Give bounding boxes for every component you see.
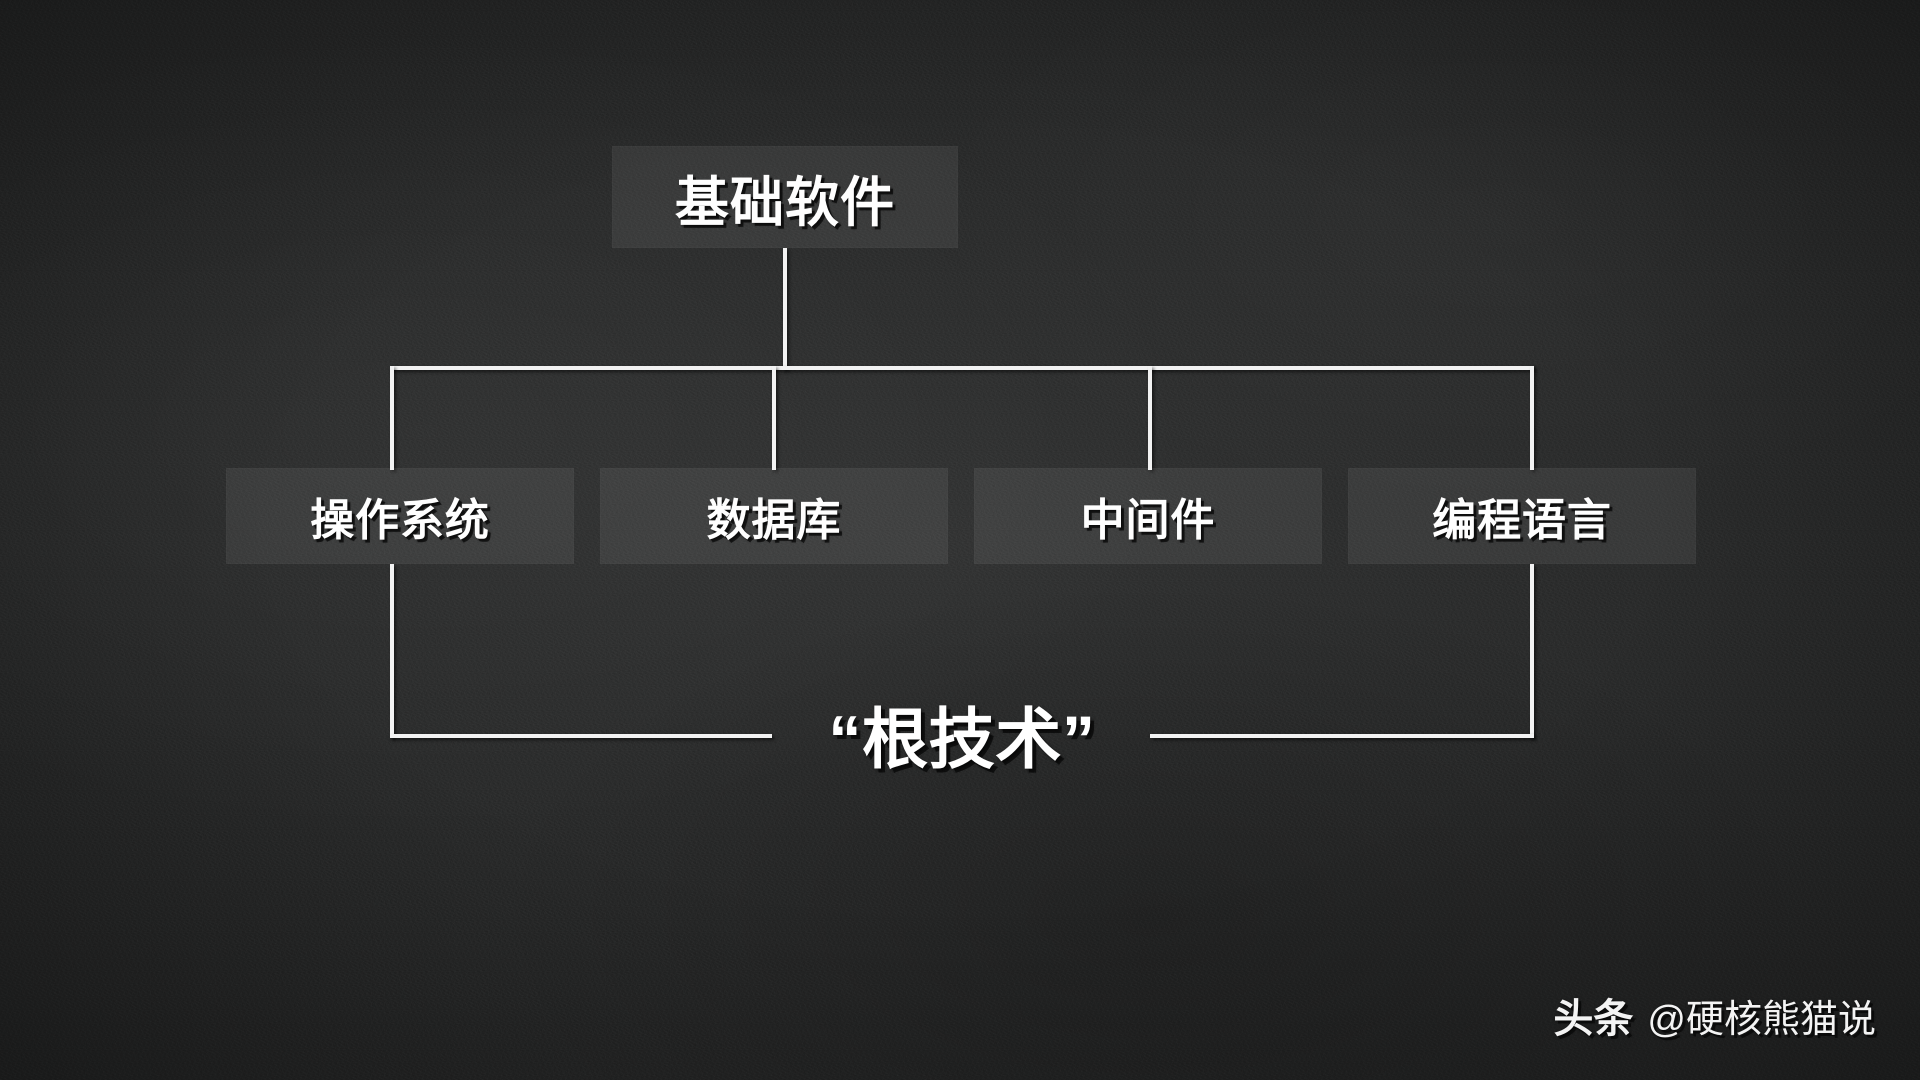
bracket-bottom-right-span xyxy=(1150,734,1534,738)
connector-root-stem xyxy=(783,248,787,370)
node-database-label: 数据库 xyxy=(706,496,842,545)
connector-drop-lang xyxy=(1530,366,1534,470)
node-operating-system-label: 操作系统 xyxy=(310,496,490,545)
node-operating-system: 操作系统 xyxy=(226,468,574,564)
connector-drop-db xyxy=(772,366,776,470)
node-database: 数据库 xyxy=(600,468,948,564)
watermark: 头条 @硬核熊猫说 xyxy=(1553,986,1876,1044)
watermark-brand: 头条 xyxy=(1553,997,1634,1041)
bracket-right-arm xyxy=(1530,564,1534,738)
watermark-handle: @硬核熊猫说 xyxy=(1647,999,1876,1041)
node-middleware-label: 中间件 xyxy=(1080,496,1216,545)
node-middleware: 中间件 xyxy=(974,468,1322,564)
node-root-basic-software: 基础软件 xyxy=(612,146,958,248)
connector-drop-os xyxy=(390,366,394,470)
node-programming-language-label: 编程语言 xyxy=(1432,496,1612,545)
bracket-bottom-left-span xyxy=(390,734,772,738)
connector-drop-mw xyxy=(1148,366,1152,470)
bracket-left-arm xyxy=(390,564,394,738)
connector-horizontal-bus xyxy=(390,366,1534,370)
node-root-label: 基础软件 xyxy=(674,172,896,233)
node-programming-language: 编程语言 xyxy=(1348,468,1696,564)
bracket-caption-root-technology: “根技术” xyxy=(828,702,1096,776)
